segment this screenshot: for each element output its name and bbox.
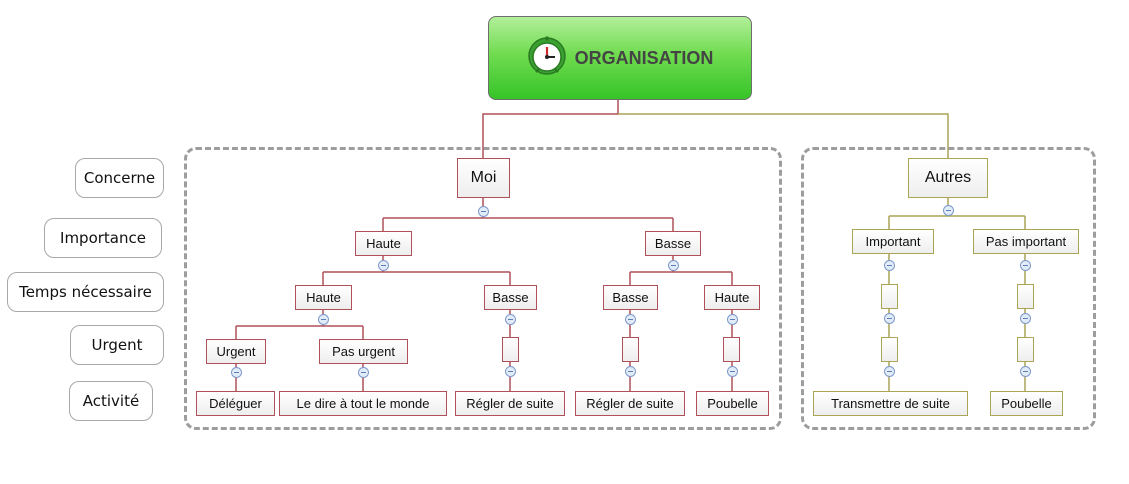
topic-moi[interactable]: Moi — [457, 158, 510, 198]
topic-temps-haute-1[interactable]: Haute — [295, 285, 352, 310]
topic-pas-important[interactable]: Pas important — [973, 229, 1079, 254]
collapse-toggle-icon[interactable] — [378, 260, 389, 271]
topic-empty[interactable] — [502, 337, 519, 362]
collapse-toggle-icon[interactable] — [625, 314, 636, 325]
topic-empty[interactable] — [881, 284, 898, 309]
collapse-toggle-icon[interactable] — [505, 366, 516, 377]
row-label-activite: Activité — [69, 381, 153, 421]
topic-empty[interactable] — [622, 337, 639, 362]
topic-importance-haute[interactable]: Haute — [355, 231, 412, 256]
collapse-toggle-icon[interactable] — [358, 367, 369, 378]
topic-autres-poubelle[interactable]: Poubelle — [990, 391, 1063, 416]
topic-importance-basse[interactable]: Basse — [645, 231, 701, 256]
row-label-importance: Importance — [44, 218, 162, 258]
topic-activite-deleguer[interactable]: Déléguer — [196, 391, 275, 416]
collapse-toggle-icon[interactable] — [668, 260, 679, 271]
collapse-toggle-icon[interactable] — [884, 260, 895, 271]
row-label-temps-necessaire: Temps nécessaire — [7, 272, 164, 312]
collapse-toggle-icon[interactable] — [625, 366, 636, 377]
collapse-toggle-icon[interactable] — [505, 314, 516, 325]
row-label-concerne: Concerne — [75, 158, 164, 198]
moi-group-boundary — [184, 147, 782, 430]
collapse-toggle-icon[interactable] — [727, 366, 738, 377]
topic-pas-urgent[interactable]: Pas urgent — [319, 339, 408, 364]
topic-urgent[interactable]: Urgent — [206, 339, 266, 364]
collapse-toggle-icon[interactable] — [478, 206, 489, 217]
clock-icon — [527, 36, 567, 81]
collapse-toggle-icon[interactable] — [1020, 366, 1031, 377]
collapse-toggle-icon[interactable] — [1020, 260, 1031, 271]
collapse-toggle-icon[interactable] — [318, 314, 329, 325]
topic-important[interactable]: Important — [852, 229, 934, 254]
collapse-toggle-icon[interactable] — [1020, 313, 1031, 324]
root-title: ORGANISATION — [574, 47, 714, 68]
topic-autres[interactable]: Autres — [908, 158, 988, 198]
topic-temps-basse-1[interactable]: Basse — [484, 285, 537, 310]
topic-transmettre-de-suite[interactable]: Transmettre de suite — [813, 391, 968, 416]
topic-activite-le-dire[interactable]: Le dire à tout le monde — [279, 391, 447, 416]
row-label-urgent: Urgent — [70, 325, 164, 365]
collapse-toggle-icon[interactable] — [231, 367, 242, 378]
root-topic[interactable]: ORGANISATION — [488, 16, 752, 100]
topic-activite-regler-2[interactable]: Régler de suite — [575, 391, 685, 416]
topic-empty[interactable] — [1017, 337, 1034, 362]
collapse-toggle-icon[interactable] — [943, 205, 954, 216]
collapse-toggle-icon[interactable] — [727, 314, 738, 325]
topic-activite-poubelle[interactable]: Poubelle — [696, 391, 769, 416]
topic-temps-haute-2[interactable]: Haute — [704, 285, 760, 310]
topic-temps-basse-2[interactable]: Basse — [603, 285, 658, 310]
topic-activite-regler-1[interactable]: Régler de suite — [455, 391, 565, 416]
autres-group-boundary — [801, 147, 1096, 430]
collapse-toggle-icon[interactable] — [884, 366, 895, 377]
collapse-toggle-icon[interactable] — [884, 313, 895, 324]
topic-empty[interactable] — [723, 337, 740, 362]
topic-empty[interactable] — [881, 337, 898, 362]
topic-empty[interactable] — [1017, 284, 1034, 309]
